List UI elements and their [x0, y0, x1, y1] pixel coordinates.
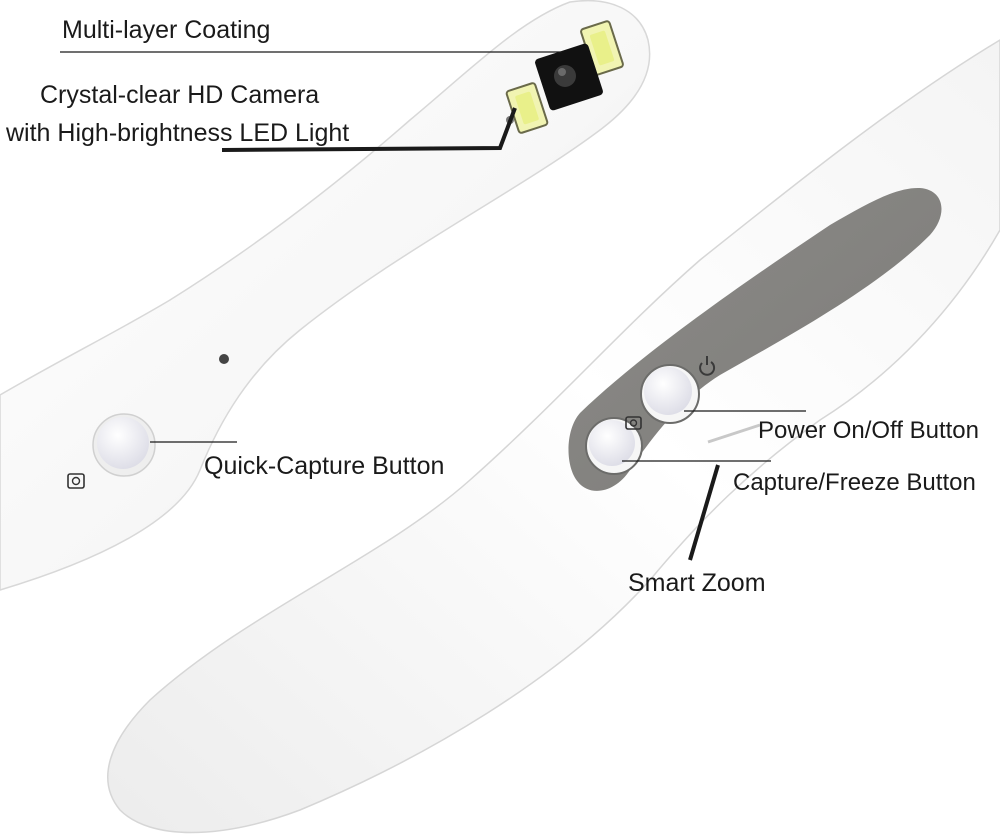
right-device-body — [107, 39, 1000, 834]
leader-lines — [60, 51, 806, 561]
coating-label: Multi-layer Coating — [62, 16, 271, 44]
smart-zoom-label: Smart Zoom — [628, 569, 766, 597]
power-icon — [699, 356, 716, 376]
quick-capture-button[interactable] — [92, 413, 156, 477]
camera-icon — [625, 416, 642, 430]
camera-label-line-1: Crystal-clear HD Camera — [40, 81, 320, 109]
power-label: Power On/Off Button — [758, 417, 980, 444]
capture-freeze-label: Capture/Freeze Button — [733, 469, 976, 496]
camera-icon — [67, 473, 85, 489]
capture-freeze-button[interactable] — [585, 417, 643, 475]
smart-zoom-slit — [707, 423, 761, 444]
camera-leader — [221, 107, 517, 152]
quick-capture-label: Quick-Capture Button — [204, 452, 445, 480]
smart-zoom-leader — [688, 464, 720, 561]
sensor-dot — [219, 354, 229, 364]
camera-label-line-2: with High-brightness LED Light — [6, 119, 350, 147]
camera-module — [505, 20, 624, 134]
power-button[interactable] — [640, 364, 700, 424]
